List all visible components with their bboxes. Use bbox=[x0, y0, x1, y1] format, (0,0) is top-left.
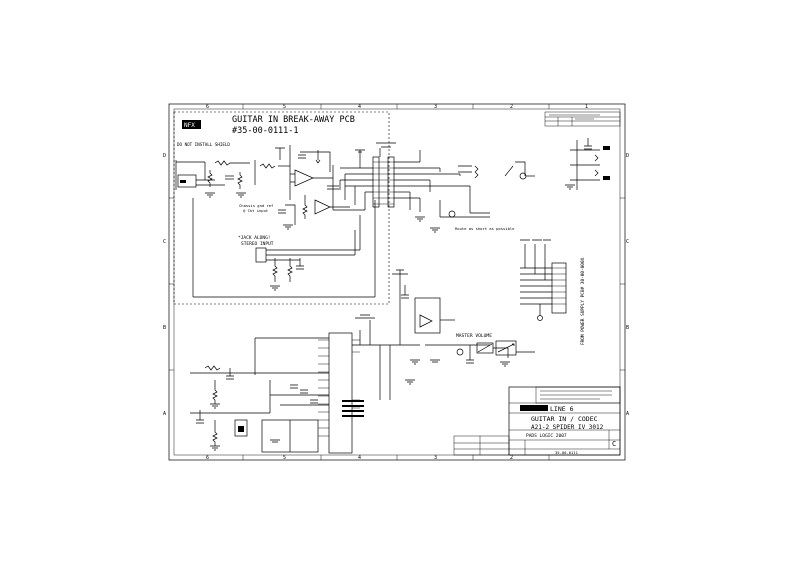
chassis-note: Chassis gnd ref bbox=[239, 203, 273, 208]
sheet-size: C bbox=[612, 440, 616, 448]
nfx-logo-text: NFX bbox=[184, 122, 195, 129]
column-label: 4 bbox=[358, 104, 361, 110]
column-label: 4 bbox=[358, 455, 361, 461]
short-route-note: Route as short as possible bbox=[455, 226, 515, 231]
revision-block bbox=[544, 111, 621, 127]
chassis-note-2: @ Ckt input bbox=[243, 208, 268, 213]
shield-note: DO NOT INSTALL SHIELD bbox=[177, 142, 230, 147]
title-block: LINE 6 GUITAR IN / CODEC A21-2 SPIDER IV… bbox=[508, 386, 621, 456]
column-labels: 6 5 4 3 2 1 6 5 4 3 2 bbox=[206, 104, 588, 461]
line6-logo-mark bbox=[520, 405, 548, 411]
jack-label: *JACK ALONG! bbox=[238, 235, 271, 241]
column-label: 1 bbox=[585, 104, 588, 110]
column-label: 3 bbox=[434, 455, 437, 461]
ic-pins bbox=[318, 339, 360, 437]
column-label: 2 bbox=[510, 104, 513, 110]
nfx-logo bbox=[182, 120, 201, 129]
breakaway-region: GUITAR IN BREAK-AWAY PCB #35-00-0111-1 N… bbox=[173, 111, 390, 305]
jack-label-2: STEREO INPUT bbox=[241, 241, 274, 247]
column-label: 2 bbox=[510, 455, 513, 461]
column-label: 6 bbox=[206, 104, 209, 110]
breakaway-title: GUITAR IN BREAK-AWAY PCB bbox=[232, 115, 355, 125]
approval-box bbox=[453, 435, 510, 456]
breakaway-part-number: #35-00-0111-1 bbox=[232, 126, 299, 136]
input-jack-circuit bbox=[175, 145, 376, 298]
row-label: A bbox=[163, 411, 166, 417]
title-line-1: GUITAR IN / CODEC bbox=[531, 415, 598, 423]
power-supply-note: FROM POWER SUPPLY PCB# 30-00-000X bbox=[580, 257, 586, 345]
row-label: D bbox=[163, 153, 166, 159]
row-label: B bbox=[163, 325, 166, 331]
master-volume-label: MASTER VOLUME bbox=[456, 333, 492, 339]
connector-pins bbox=[373, 161, 394, 205]
row-label: C bbox=[626, 239, 629, 245]
title-block-logo: LINE 6 bbox=[550, 405, 574, 413]
row-label: B bbox=[626, 325, 629, 331]
regulator-circuit bbox=[565, 138, 610, 190]
title-line-2: A21-2 SPIDER IV 3012 bbox=[531, 424, 604, 431]
codec-circuit: MASTER VOLUME bbox=[190, 269, 535, 454]
column-label: 5 bbox=[283, 104, 286, 110]
sheet-border bbox=[168, 103, 626, 461]
column-label: 6 bbox=[206, 455, 209, 461]
connector-bundle: Route as short as possible bbox=[339, 142, 535, 233]
row-label: A bbox=[626, 411, 629, 417]
row-label: D bbox=[626, 153, 629, 159]
software-label: PADS LOGIC 2007 bbox=[526, 433, 567, 439]
row-label: C bbox=[163, 239, 166, 245]
column-label: 5 bbox=[283, 455, 286, 461]
document-number: 35-00-0111 bbox=[555, 450, 579, 455]
column-label: 3 bbox=[434, 104, 437, 110]
power-supply-connector: FROM POWER SUPPLY PCB# 30-00-000X bbox=[520, 239, 586, 345]
row-labels: D C B A D C B A bbox=[163, 153, 629, 417]
